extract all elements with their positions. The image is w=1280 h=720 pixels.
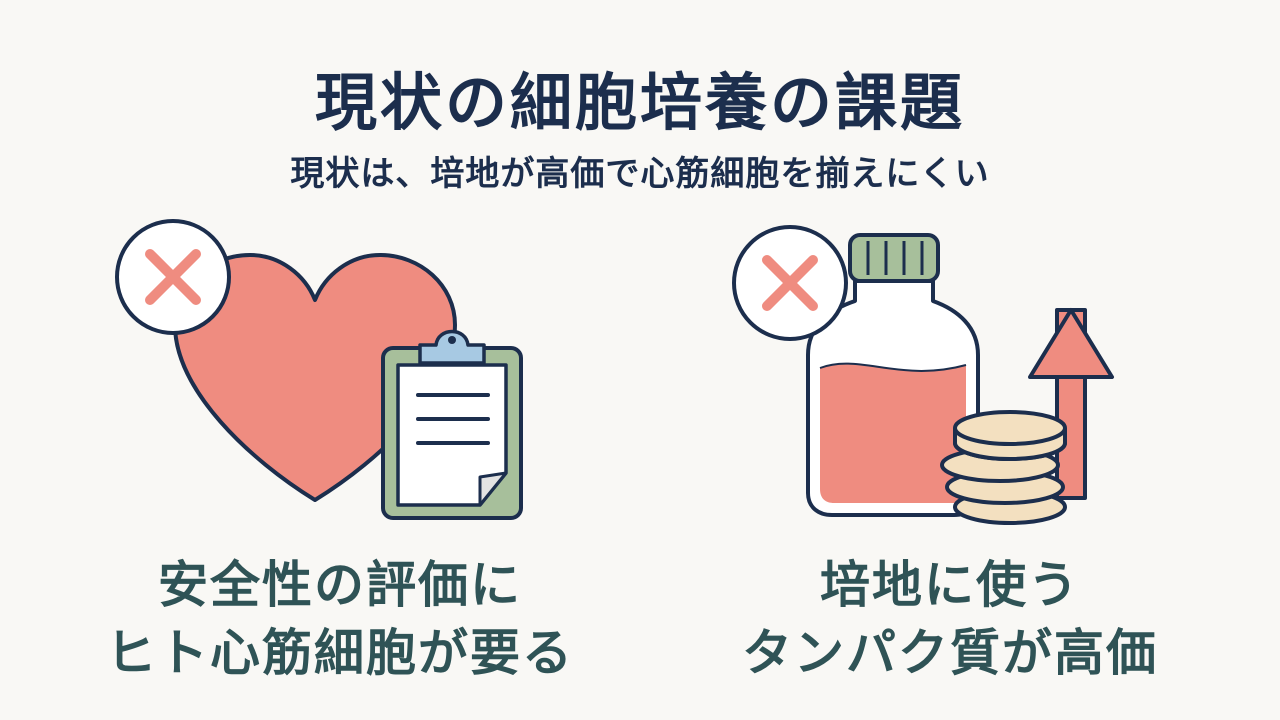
left-illustration <box>115 219 523 520</box>
page-subtitle: 現状は、培地が高価で心筋細胞を揃えにくい <box>290 154 990 194</box>
bottle-icon <box>806 233 980 517</box>
left-caption: 安全性の評価に ヒト心筋細胞が要る <box>100 551 580 687</box>
right-caption: 培地に使う タンパク質が高価 <box>700 551 1200 687</box>
close-icon <box>732 225 848 341</box>
left-caption-line-1: 安全性の評価に <box>158 556 522 614</box>
coins-icon <box>940 410 1067 525</box>
left-caption-line-2: ヒト心筋細胞が要る <box>106 624 574 682</box>
right-caption-line-2: タンパク質が高価 <box>742 624 1158 682</box>
clipboard-icon <box>381 329 523 520</box>
right-illustration <box>732 225 1114 525</box>
page-title: 現状の細胞培養の課題 <box>314 66 965 139</box>
right-caption-line-1: 培地に使う <box>820 556 1080 614</box>
close-icon <box>115 219 231 335</box>
